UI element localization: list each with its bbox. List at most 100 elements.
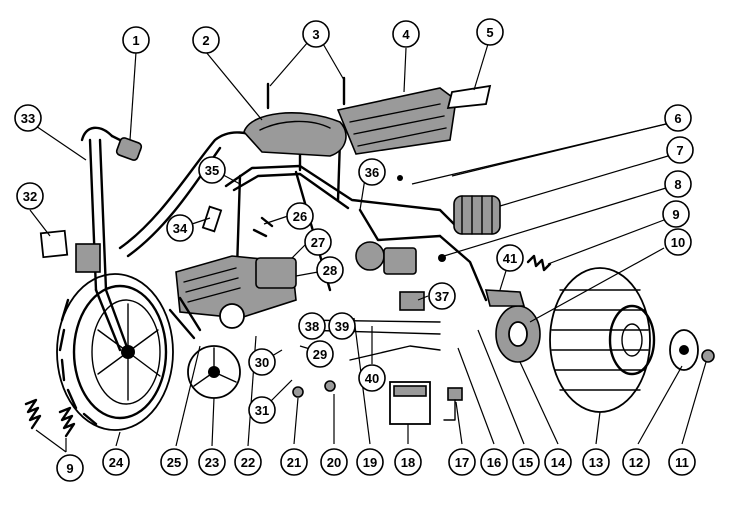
callout-label: 1: [132, 33, 139, 48]
callout-9-left: 9: [56, 454, 84, 482]
callout-label: 21: [287, 455, 301, 470]
callout-24: 24: [102, 448, 130, 476]
spring-rear: [526, 254, 552, 272]
callout-label: 12: [629, 455, 643, 470]
callout-17: 17: [448, 448, 476, 476]
hubcap: [669, 329, 699, 371]
callout-label: 40: [365, 371, 379, 386]
charger: [443, 387, 463, 421]
callout-label: 3: [312, 27, 319, 42]
callout-label: 34: [173, 221, 188, 236]
battery: [389, 381, 431, 425]
callout-label: 8: [674, 177, 681, 192]
callout-14: 14: [544, 448, 572, 476]
callout-label: 33: [21, 111, 35, 126]
decal: [446, 84, 492, 110]
spring-front: [24, 398, 76, 438]
callout-15: 15: [512, 448, 540, 476]
callout-3: 3: [302, 20, 330, 48]
front-plate: [39, 229, 101, 273]
callout-label: 5: [486, 25, 493, 40]
callout-29: 29: [306, 340, 334, 368]
callout-18: 18: [394, 448, 422, 476]
callout-37: 37: [428, 282, 456, 310]
callout-label: 14: [551, 455, 566, 470]
nut: [701, 349, 715, 363]
callout-39: 39: [328, 312, 356, 340]
callout-19: 19: [356, 448, 384, 476]
callout-label: 38: [305, 319, 319, 334]
callout-label: 10: [671, 235, 685, 250]
leader-lines: [29, 41, 707, 453]
callout-label: 15: [519, 455, 533, 470]
callout-12: 12: [622, 448, 650, 476]
misc-parts: [168, 175, 446, 398]
callout-label: 16: [487, 455, 501, 470]
callout-27: 27: [304, 228, 332, 256]
body-cover: [336, 87, 457, 155]
callout-28: 28: [316, 256, 344, 284]
front-tire: [56, 273, 174, 431]
callout-41: 41: [496, 244, 524, 272]
callout-22: 22: [234, 448, 262, 476]
callout-label: 17: [455, 455, 469, 470]
callout-33: 33: [14, 104, 42, 132]
callout-7: 7: [666, 136, 694, 164]
screws: [266, 76, 346, 110]
callout-label: 36: [365, 165, 379, 180]
callout-2: 2: [192, 26, 220, 54]
callout-label: 27: [311, 235, 325, 250]
callout-16: 16: [480, 448, 508, 476]
callout-35: 35: [198, 156, 226, 184]
callout-40: 40: [358, 364, 386, 392]
gear-motor: [453, 195, 501, 235]
callout-38: 38: [298, 312, 326, 340]
callout-25: 25: [160, 448, 188, 476]
callout-label: 4: [402, 27, 410, 42]
callout-label: 24: [109, 455, 124, 470]
callout-label: 35: [205, 163, 219, 178]
callout-label: 37: [435, 289, 449, 304]
callout-label: 29: [313, 347, 327, 362]
callout-label: 32: [23, 189, 37, 204]
callout-23: 23: [198, 448, 226, 476]
callout-10: 10: [664, 228, 692, 256]
callout-20: 20: [320, 448, 348, 476]
callout-6: 6: [664, 104, 692, 132]
callout-30: 30: [248, 348, 276, 376]
front-fork-handlebar: [80, 126, 143, 352]
callout-9-right: 9: [662, 200, 690, 228]
callout-label: 18: [401, 455, 415, 470]
callout-5: 5: [476, 18, 504, 46]
callout-label: 2: [202, 33, 209, 48]
callout-4: 4: [392, 20, 420, 48]
callout-label: 41: [503, 251, 517, 266]
callout-31: 31: [248, 396, 276, 424]
callout-13: 13: [582, 448, 610, 476]
seat: [243, 112, 347, 157]
callout-label: 26: [293, 209, 307, 224]
callout-11: 11: [668, 448, 696, 476]
callout-label: 6: [674, 111, 681, 126]
callout-label: 13: [589, 455, 603, 470]
callout-21: 21: [280, 448, 308, 476]
callout-label: 9: [672, 207, 679, 222]
callout-26: 26: [286, 202, 314, 230]
callout-label: 28: [323, 263, 337, 278]
callout-label: 19: [363, 455, 377, 470]
callout-label: 23: [205, 455, 219, 470]
rear-tire: [549, 267, 656, 413]
callout-label: 20: [327, 455, 341, 470]
callout-label: 39: [335, 319, 349, 334]
callout-36: 36: [358, 158, 386, 186]
callout-label: 11: [675, 455, 689, 470]
engine: [175, 255, 297, 329]
rear-axle-assembly: [484, 289, 541, 363]
callout-32: 32: [16, 182, 44, 210]
callout-34: 34: [166, 214, 194, 242]
small-wheel: [187, 345, 241, 399]
callout-label: 30: [255, 355, 269, 370]
callout-1: 1: [122, 26, 150, 54]
